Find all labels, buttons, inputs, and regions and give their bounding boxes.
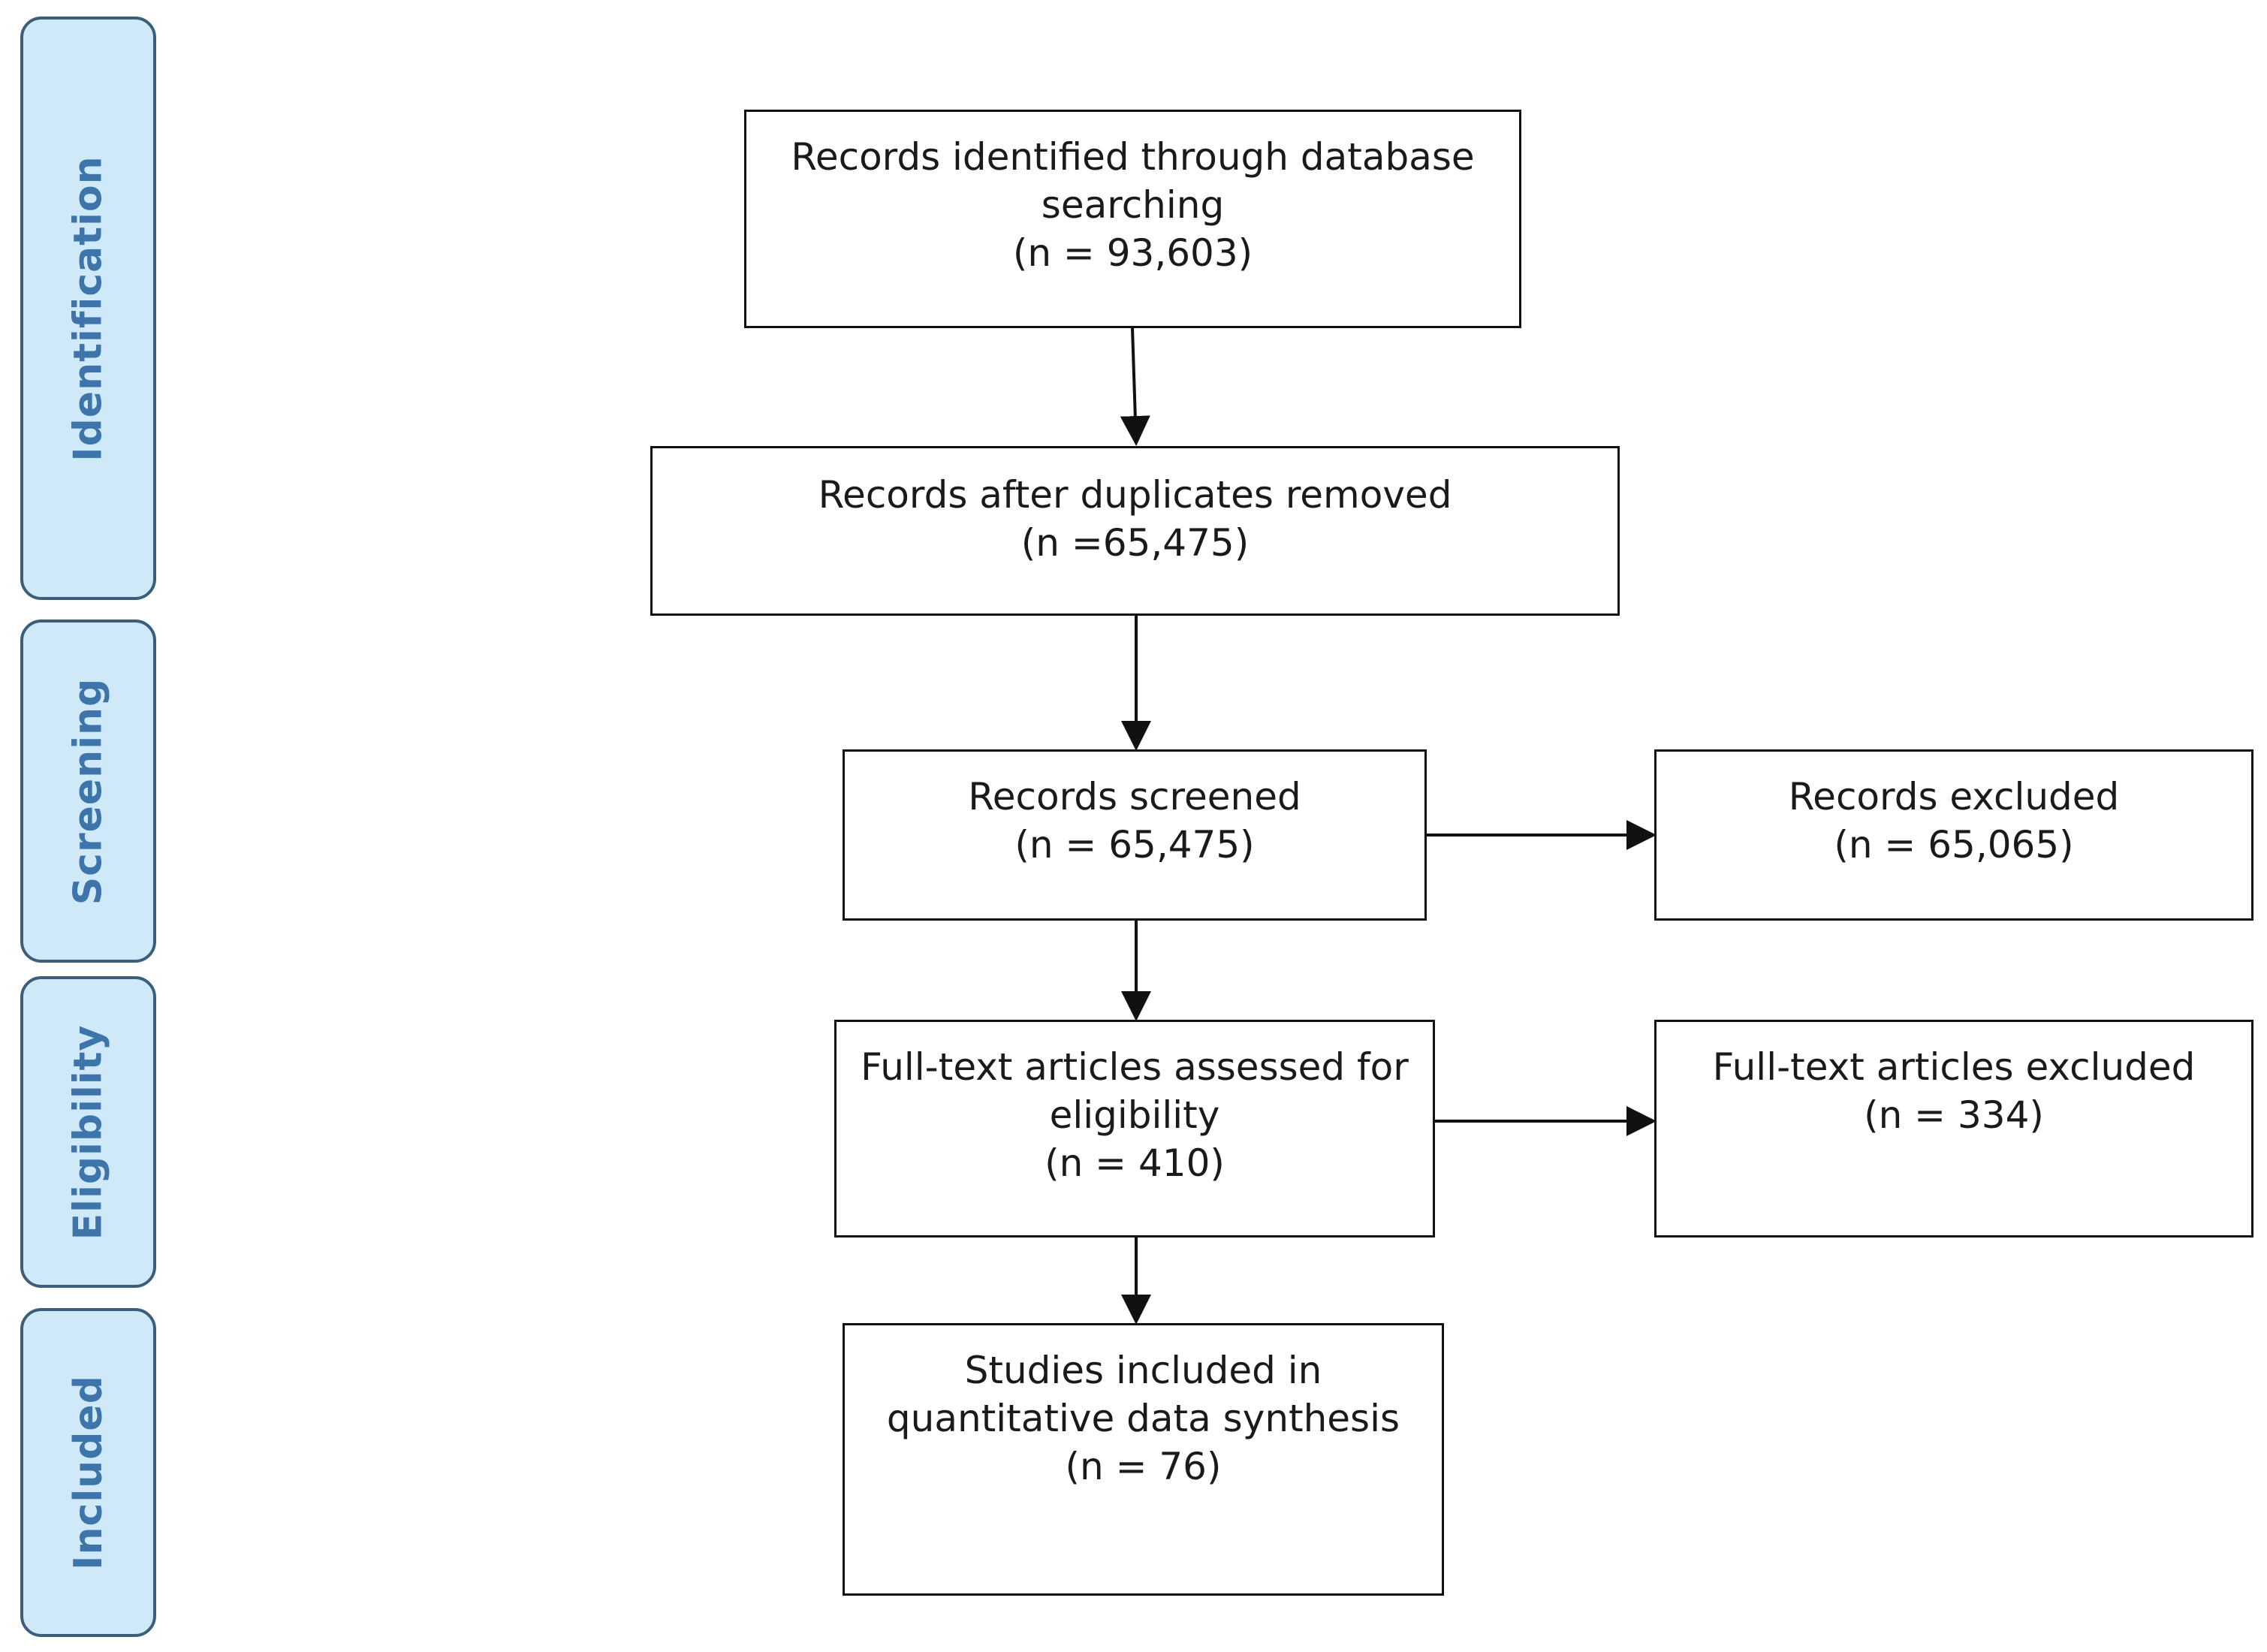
box-included-line1: Studies included in <box>964 1349 1322 1392</box>
box-fulltext-assessed-line1: Full-text articles assessed for <box>861 1045 1409 1089</box>
box-after-duplicates-count: (n =65,475) <box>1020 521 1250 565</box>
box-included-count: (n = 76) <box>1065 1445 1222 1488</box>
box-records-identified-line2: searching <box>1041 183 1225 227</box>
box-screened-line1: Records screened <box>968 775 1301 818</box>
box-records-identified: Records identified through database sear… <box>744 110 1521 328</box>
stage-eligibility: Eligibility <box>20 976 156 1288</box>
stage-included: Included <box>20 1308 156 1637</box>
box-excluded-line1: Records excluded <box>1788 775 2120 818</box>
box-after-duplicates-line1: Records after duplicates removed <box>818 473 1452 517</box>
box-records-screened: Records screened (n = 65,475) <box>843 749 1427 921</box>
box-excluded-count: (n = 65,065) <box>1834 823 2074 867</box>
arrow-identified-to-deduplicated <box>1120 327 1150 446</box>
box-fulltext-assessed: Full-text articles assessed for eligibil… <box>834 1020 1435 1237</box>
box-fulltext-excluded-count: (n = 334) <box>1864 1093 2044 1137</box>
box-records-after-duplicates: Records after duplicates removed (n =65,… <box>650 446 1620 616</box>
box-fulltext-excluded: Full-text articles excluded (n = 334) <box>1654 1020 2253 1237</box>
box-records-identified-line1: Records identified through database <box>791 135 1475 179</box>
box-studies-included: Studies included in quantitative data sy… <box>843 1323 1444 1596</box>
box-fulltext-assessed-count: (n = 410) <box>1045 1141 1225 1185</box>
box-screened-count: (n = 65,475) <box>1014 823 1255 867</box>
stage-screening: Screening <box>20 620 156 963</box>
stage-identification: Identification <box>20 17 156 600</box>
box-records-excluded: Records excluded (n = 65,065) <box>1654 749 2253 921</box>
box-records-identified-count: (n = 93,603) <box>1012 231 1253 275</box>
box-fulltext-assessed-line2: eligibility <box>1049 1093 1220 1137</box>
box-included-line2: quantitative data synthesis <box>886 1397 1400 1440</box>
box-fulltext-excluded-line1: Full-text articles excluded <box>1712 1045 2196 1089</box>
